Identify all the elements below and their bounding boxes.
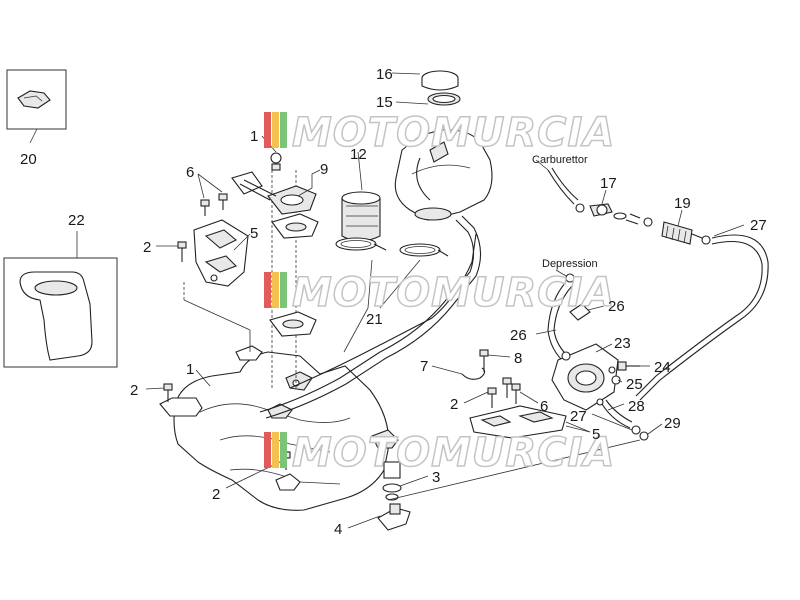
callout-2-right: 2 bbox=[450, 396, 458, 413]
callout-2-left: 2 bbox=[143, 239, 151, 256]
watermark-top: MOTOMURCIA bbox=[264, 109, 615, 157]
screw-6b bbox=[218, 193, 228, 210]
filler-neck bbox=[394, 129, 493, 221]
annotation-depression: Depression bbox=[542, 258, 598, 270]
fuel-cap-16 bbox=[421, 70, 459, 91]
callout-1: 1 bbox=[186, 361, 194, 378]
callout-15: 15 bbox=[376, 94, 393, 111]
hose-27-long bbox=[635, 234, 769, 401]
callout-3: 3 bbox=[432, 469, 440, 486]
callout-6-left: 6 bbox=[186, 164, 194, 181]
washer-25 bbox=[611, 375, 621, 385]
clip-29 bbox=[387, 431, 649, 501]
bracket-right bbox=[461, 349, 591, 439]
callout-5-right: 5 bbox=[592, 426, 600, 443]
callout-25: 25 bbox=[626, 376, 643, 393]
screw-24 bbox=[617, 361, 640, 371]
callout-20: 20 bbox=[20, 151, 37, 168]
leader-lines bbox=[145, 72, 745, 529]
callout-7: 7 bbox=[420, 358, 428, 375]
fuel-filter-sock bbox=[341, 191, 381, 242]
callout-26-left: 26 bbox=[510, 327, 527, 344]
callout-12: 12 bbox=[350, 146, 367, 163]
watermark-stripe bbox=[264, 112, 271, 148]
callout-27-bottom: 27 bbox=[570, 408, 587, 425]
callout-28: 28 bbox=[628, 398, 645, 415]
callout-6-right: 6 bbox=[540, 398, 548, 415]
screw-2c bbox=[163, 383, 173, 402]
screw-6a bbox=[200, 199, 210, 216]
callout-21: 21 bbox=[366, 311, 383, 328]
screw-2b bbox=[487, 387, 497, 408]
callout-19: 19 bbox=[674, 195, 691, 212]
fuel-hose-main bbox=[289, 233, 477, 389]
callout-22: 22 bbox=[68, 212, 85, 229]
callout-8: 8 bbox=[514, 350, 522, 367]
annotation-carburettor: Carburettor bbox=[532, 154, 588, 166]
inset-box-22 bbox=[3, 231, 118, 368]
callout-2-bottom: 2 bbox=[212, 486, 220, 503]
callout-2-tank: 2 bbox=[130, 382, 138, 399]
callout-27-top: 27 bbox=[750, 217, 767, 234]
callout-24: 24 bbox=[654, 359, 671, 376]
vacuum-fuel-pump-23 bbox=[551, 343, 619, 411]
inset-box-20 bbox=[6, 69, 67, 144]
watermark-text: MOTOMURCIA bbox=[292, 110, 615, 156]
inline-fuel-filter-19 bbox=[661, 221, 711, 245]
watermark-middle: MOTOMURCIA bbox=[264, 269, 615, 317]
screw-8 bbox=[479, 349, 489, 372]
cap-ring-15 bbox=[427, 92, 461, 106]
callout-29: 29 bbox=[664, 415, 681, 432]
callout-5-left: 5 bbox=[250, 225, 258, 242]
callout-23: 23 bbox=[614, 335, 631, 352]
hose-to-carburettor bbox=[535, 159, 579, 205]
bracket-left bbox=[177, 193, 251, 352]
watermark-text: MOTOMURCIA bbox=[292, 430, 615, 476]
callout-11: 1 bbox=[250, 128, 258, 145]
watermark-bottom: MOTOMURCIA bbox=[264, 429, 615, 477]
screw-6c bbox=[502, 377, 512, 398]
watermark-text: MOTOMURCIA bbox=[292, 270, 615, 316]
callout-26-right: 26 bbox=[608, 298, 625, 315]
screw-2a bbox=[177, 241, 187, 262]
callout-labels: 16 15 1 12 9 6 5 2 1 2 2 3 4 21 7 8 2 6 … bbox=[20, 66, 767, 538]
callout-17: 17 bbox=[600, 175, 617, 192]
callout-9: 9 bbox=[320, 161, 328, 178]
hose-clamps bbox=[335, 237, 449, 353]
callout-4: 4 bbox=[334, 521, 342, 538]
hose-clip-26 bbox=[569, 303, 591, 321]
screw-6d bbox=[511, 383, 521, 404]
callout-16: 16 bbox=[376, 66, 393, 83]
hose-clip-17 bbox=[575, 203, 653, 227]
